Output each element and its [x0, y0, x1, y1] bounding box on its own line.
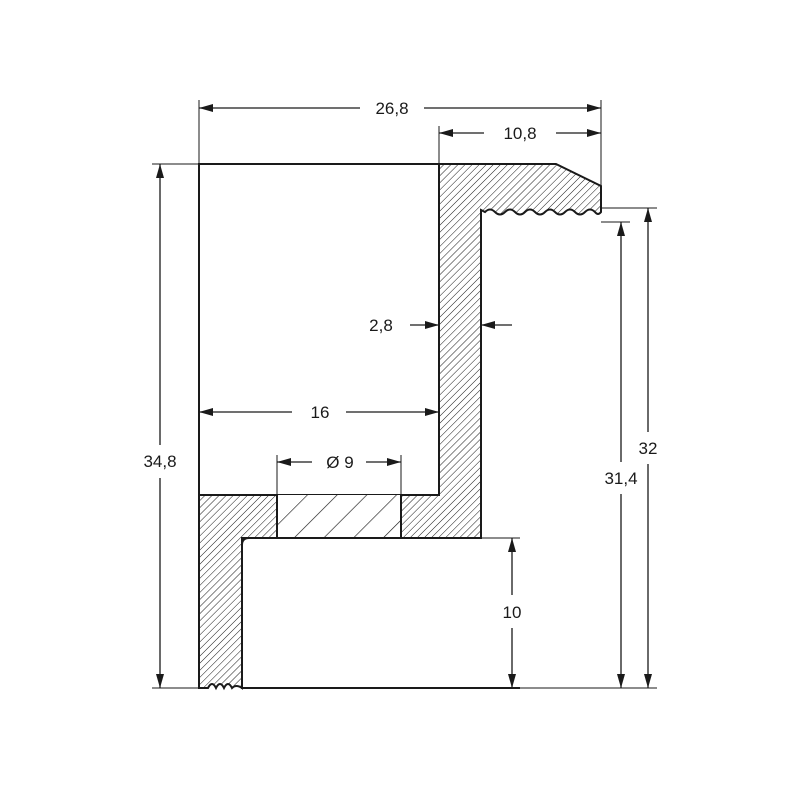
dim-thread-height-label: 31,4 — [604, 469, 637, 488]
dim-wall-thickness: 2,8 — [369, 316, 512, 335]
bore-hatch — [277, 495, 401, 538]
dim-flange-width-label: 10,8 — [503, 124, 536, 143]
dim-socket-depth-label: 10 — [503, 603, 522, 622]
dim-overall-height-label: 34,8 — [143, 452, 176, 471]
section-upper-body — [198, 163, 602, 691]
dim-bore-diameter-label: Ø 9 — [326, 453, 353, 472]
dim-inner-width: 16 — [199, 403, 439, 422]
dim-outer-height-label: 32 — [639, 439, 658, 458]
lower-socket-outline — [241, 537, 520, 689]
dim-flange-width: 10,8 — [439, 124, 601, 143]
dim-inner-width-label: 16 — [311, 403, 330, 422]
dim-outer-height: 32 — [639, 208, 658, 688]
dim-overall-width: 26,8 — [199, 99, 601, 118]
dim-overall-width-label: 26,8 — [375, 99, 408, 118]
dim-overall-height: 34,8 — [143, 164, 177, 688]
inner-cavity-outline — [198, 163, 439, 495]
dim-bore-diameter: Ø 9 — [277, 453, 401, 472]
dim-wall-thickness-label: 2,8 — [369, 316, 393, 335]
dim-thread-height: 31,4 — [604, 222, 638, 688]
dim-socket-depth: 10 — [503, 538, 522, 688]
